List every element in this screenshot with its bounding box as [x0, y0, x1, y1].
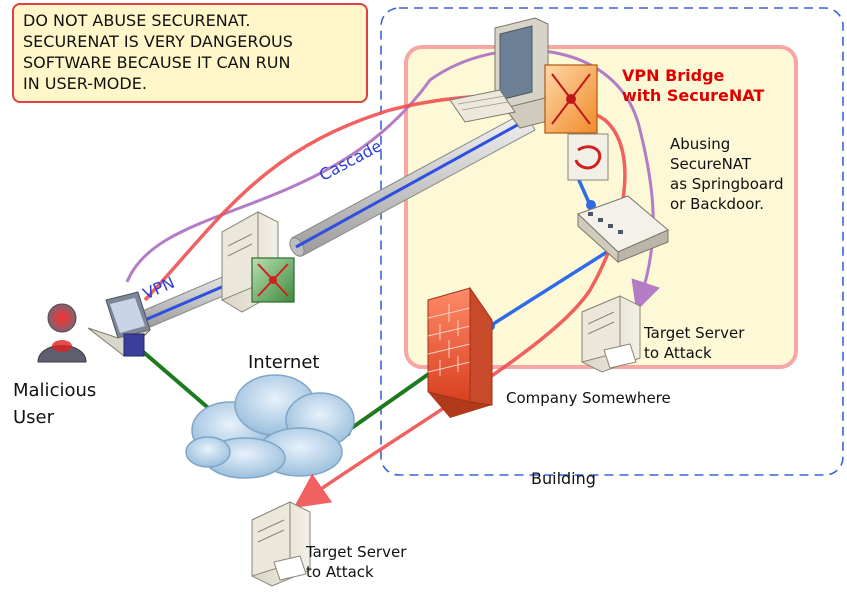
securenat-icon [567, 133, 609, 181]
switch-icon [577, 195, 669, 264]
building-zone [380, 7, 844, 476]
vpn-server-icon [221, 211, 279, 313]
warning-line: SOFTWARE BECAUSE IT CAN RUN [23, 53, 291, 72]
target-inner-label: Target Server to Attack [644, 324, 745, 362]
vpn-bridge-label: VPN Bridge with SecureNAT [622, 66, 765, 105]
target-server-inner-icon [581, 295, 641, 373]
vpn-bridge-icon [544, 64, 598, 134]
abusing-label: Abusing SecureNAT as Springboard or Back… [670, 135, 784, 213]
target-server-outer-icon [251, 501, 311, 587]
warning-line: IN USER-MODE. [23, 74, 147, 93]
building-label: Building [531, 469, 596, 488]
laptop-icon [87, 291, 152, 357]
malicious-user-icon [37, 303, 87, 363]
green-hub-icon [251, 257, 295, 303]
firewall-icon [427, 286, 493, 418]
warning-line: SECURENAT IS VERY DANGEROUS [23, 32, 293, 51]
malicious-user-label: Malicious User [13, 380, 97, 428]
internet-label: Internet [248, 352, 320, 373]
warning-line: DO NOT ABUSE SECURENAT. [23, 11, 251, 30]
warning-box: DO NOT ABUSE SECURENAT. SECURENAT IS VER… [12, 3, 368, 103]
link-dot [586, 200, 596, 210]
desktop-pc-icon [449, 17, 561, 129]
cascade-line [295, 116, 531, 249]
red-attack-path [143, 94, 627, 508]
company-label: Company Somewhere [506, 389, 671, 407]
target-outer-label: Target Server to Attack [306, 543, 407, 581]
internet-cloud [185, 374, 355, 479]
